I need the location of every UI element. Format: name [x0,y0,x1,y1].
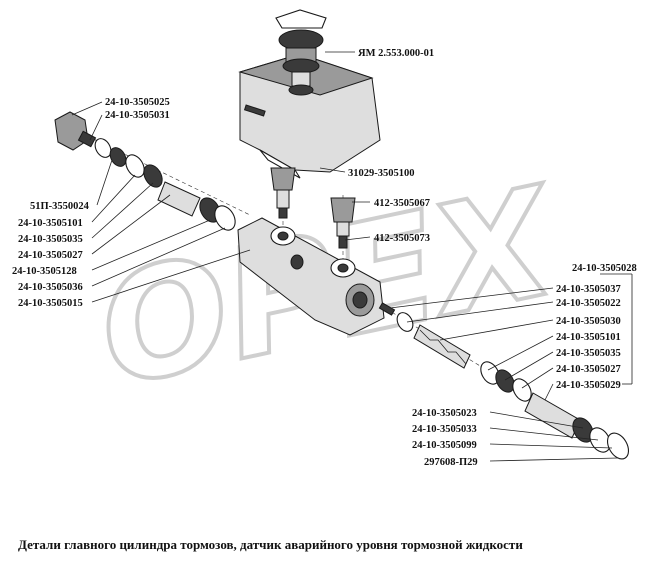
label-part: 24-10-3505023 [412,408,477,419]
part-labels: ЯМ 2.553.000-01 24-10-3505025 24-10-3505… [12,48,637,468]
level-sensor [275,9,327,96]
label-part: 24-10-3505033 [412,424,477,435]
label-part: 24-10-3505101 [556,332,621,343]
label-part: 24-10-3505015 [18,298,83,309]
label-level-sensor: ЯМ 2.553.000-01 [358,48,434,59]
label-part: 24-10-3505031 [105,110,170,121]
label-part: 24-10-3505036 [18,282,83,293]
label-reservoir: 31029-3505100 [348,168,415,179]
label-part: 24-10-3505035 [556,348,621,359]
label-part: 24-10-3505101 [18,218,83,229]
cylinder-body [237,217,385,336]
label-part: 24-10-3505099 [412,440,477,451]
fluid-reservoir [238,53,381,179]
pressure-sensor-right [330,197,356,249]
label-part: 24-10-3505022 [556,298,621,309]
label-part: 24-10-3505025 [105,97,170,108]
label-part: 24-10-3505128 [12,266,77,277]
leader-lines [71,51,633,462]
label-sensor: 412-3505073 [374,233,430,244]
diagram-caption: Детали главного цилиндра тормозов, датчи… [18,537,523,552]
pressure-sensor-left [270,167,296,219]
label-part: 51П-3550024 [30,201,90,212]
label-part: 24-10-3505030 [556,316,621,327]
label-part: 24-10-3505027 [18,250,83,261]
label-part: 24-10-3505037 [556,284,621,295]
right-parts [378,302,630,460]
label-part: 24-10-3505035 [18,234,83,245]
label-part: 24-10-3505029 [556,380,621,391]
label-sensor: 412-3505067 [374,198,430,209]
left-parts [54,111,236,231]
label-part: 297608-П29 [424,457,478,468]
label-part: 24-10-3505027 [556,364,621,375]
label-part: 24-10-3505028 [572,263,637,274]
